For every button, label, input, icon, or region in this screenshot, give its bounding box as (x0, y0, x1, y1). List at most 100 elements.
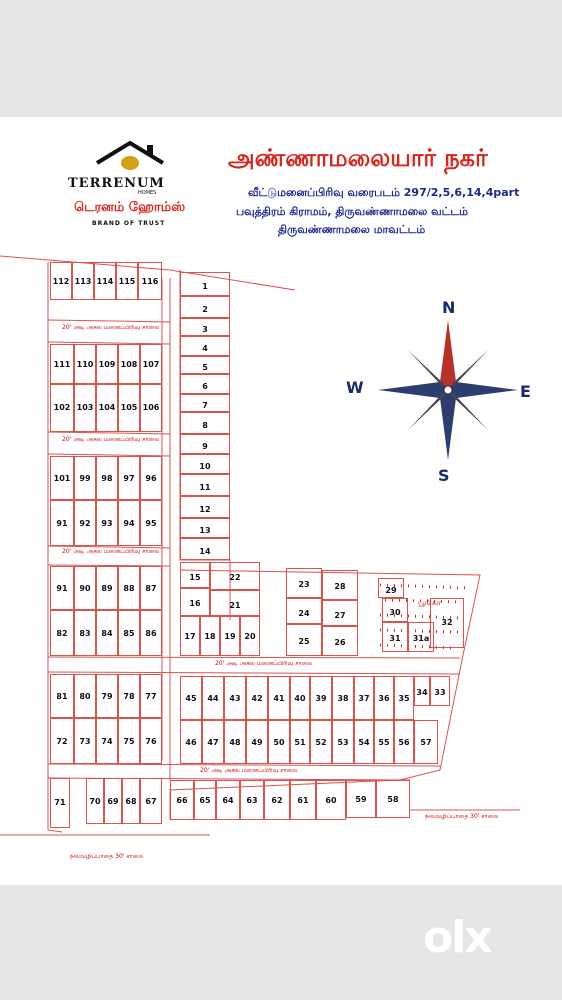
plot-66: 66 (170, 780, 194, 820)
plot-number: 56 (398, 737, 410, 747)
page-title: அண்ணாமலையார் நகர் (228, 144, 488, 172)
plot-63: 63 (240, 780, 264, 820)
plot-number: 78 (123, 691, 135, 701)
plot-number: 9 (202, 442, 208, 452)
brand-tagline: BRAND OF TRUST (92, 220, 166, 227)
plot-46: 46 (180, 720, 202, 764)
plot-1: 1 (180, 272, 230, 296)
plot-105: 105 (118, 384, 140, 432)
plot-15: 15 (180, 562, 210, 588)
plot-number: 1 (202, 281, 208, 291)
plot-number: 99 (79, 473, 91, 483)
plot-number: 55 (378, 737, 390, 747)
road-label-30ft: நிலவழிப்பாதை 30' சாலை (70, 853, 144, 860)
olx-watermark: olx (423, 912, 493, 963)
plot-101: 101 (50, 456, 74, 500)
road-label: 20' அடி அகல மனைப்பிரிவு சாலை (62, 436, 160, 443)
plot-59: 59 (346, 780, 376, 818)
plot-number: 41 (273, 693, 285, 703)
plot-number: 108 (120, 360, 138, 370)
plot-number: 51 (294, 737, 306, 747)
plot-number: 13 (199, 526, 211, 536)
plot-number: 50 (273, 737, 285, 747)
plot-39: 39 (310, 676, 332, 720)
plot-number: 10 (199, 462, 211, 472)
plot-72: 72 (50, 718, 74, 764)
plot-25: 25 (286, 624, 322, 656)
plot-number: 36 (378, 693, 390, 703)
plot-64: 64 (216, 780, 240, 820)
road-label-30ft: நிலவழிப்பாதை 30' சாலை (425, 813, 499, 820)
plot-number: 35 (398, 693, 410, 703)
plot-2: 2 (180, 296, 230, 318)
plot-number: 5 (202, 363, 208, 373)
plot-number: 58 (387, 795, 399, 805)
plot-number: 81 (56, 691, 68, 701)
plot-22: 22 (210, 562, 260, 590)
road-label: 20' அடி அகல மனைப்பிரிவு சாலை (62, 324, 160, 331)
plot-51: 51 (290, 720, 310, 764)
plot-13: 13 (180, 518, 230, 538)
plot-number: 47 (207, 737, 219, 747)
subtitle-village: பவுத்திரம் கிராமம், திருவண்ணாமலை வட்டம் (236, 205, 468, 218)
plot-36: 36 (374, 676, 394, 720)
plot-55: 55 (374, 720, 394, 764)
plot-113: 113 (72, 262, 94, 300)
plot-44: 44 (202, 676, 224, 720)
plot-number: 77 (145, 691, 157, 701)
plot-114: 114 (94, 262, 116, 300)
plot-number: 91 (56, 583, 68, 593)
plot-number: 103 (76, 403, 94, 413)
plot-number: 62 (271, 796, 283, 806)
plot-45: 45 (180, 676, 202, 720)
plot-number: 70 (89, 796, 101, 806)
plot-number: 110 (76, 360, 94, 370)
plot-number: 30 (389, 607, 401, 617)
plot-94: 94 (118, 500, 140, 546)
plot-number: 43 (229, 693, 241, 703)
plot-number: 60 (325, 796, 337, 806)
plot-77: 77 (140, 674, 162, 718)
park-label: பூங்கா (418, 598, 442, 607)
plot-number: 80 (79, 691, 91, 701)
plot-number: 6 (202, 382, 208, 392)
plot-67: 67 (140, 778, 162, 824)
compass-rose-icon (378, 320, 518, 460)
plot-number: 67 (145, 796, 157, 806)
plot-42: 42 (246, 676, 268, 720)
plot-number: 92 (79, 518, 91, 528)
plot-112: 112 (50, 262, 72, 300)
plot-number: 61 (297, 796, 309, 806)
plot-number: 83 (79, 628, 91, 638)
plot-21: 21 (210, 590, 260, 616)
plot-number: 89 (101, 583, 113, 593)
plot-26: 26 (322, 626, 358, 656)
plot-number: 40 (294, 693, 306, 703)
plot-83: 83 (74, 610, 96, 656)
plot-number: 53 (337, 737, 349, 747)
plot-53: 53 (332, 720, 354, 764)
layout-map-sheet (0, 117, 562, 885)
plot-number: 64 (222, 796, 234, 806)
plot-91: 91 (50, 566, 74, 610)
plot-number: 71 (54, 798, 66, 808)
plot-number: 24 (298, 608, 310, 618)
plot-number: 94 (123, 518, 135, 528)
plot-92: 92 (74, 500, 96, 546)
plot-number: 23 (298, 580, 310, 590)
plot-number: 44 (207, 693, 219, 703)
plot-number: 49 (251, 737, 263, 747)
plot-number: 63 (246, 796, 258, 806)
plot-89: 89 (96, 566, 118, 610)
plot-68: 68 (122, 778, 140, 824)
plot-number: 87 (145, 583, 157, 593)
bottom-margin (0, 885, 562, 1000)
plot-61: 61 (290, 780, 316, 820)
plot-16: 16 (180, 588, 210, 616)
plot-number: 11 (199, 483, 211, 492)
brand-sub-text: HOMES (138, 190, 157, 196)
plot-12: 12 (180, 496, 230, 518)
plot-29: 29 (378, 578, 404, 598)
plot-78: 78 (118, 674, 140, 718)
plot-43: 43 (224, 676, 246, 720)
